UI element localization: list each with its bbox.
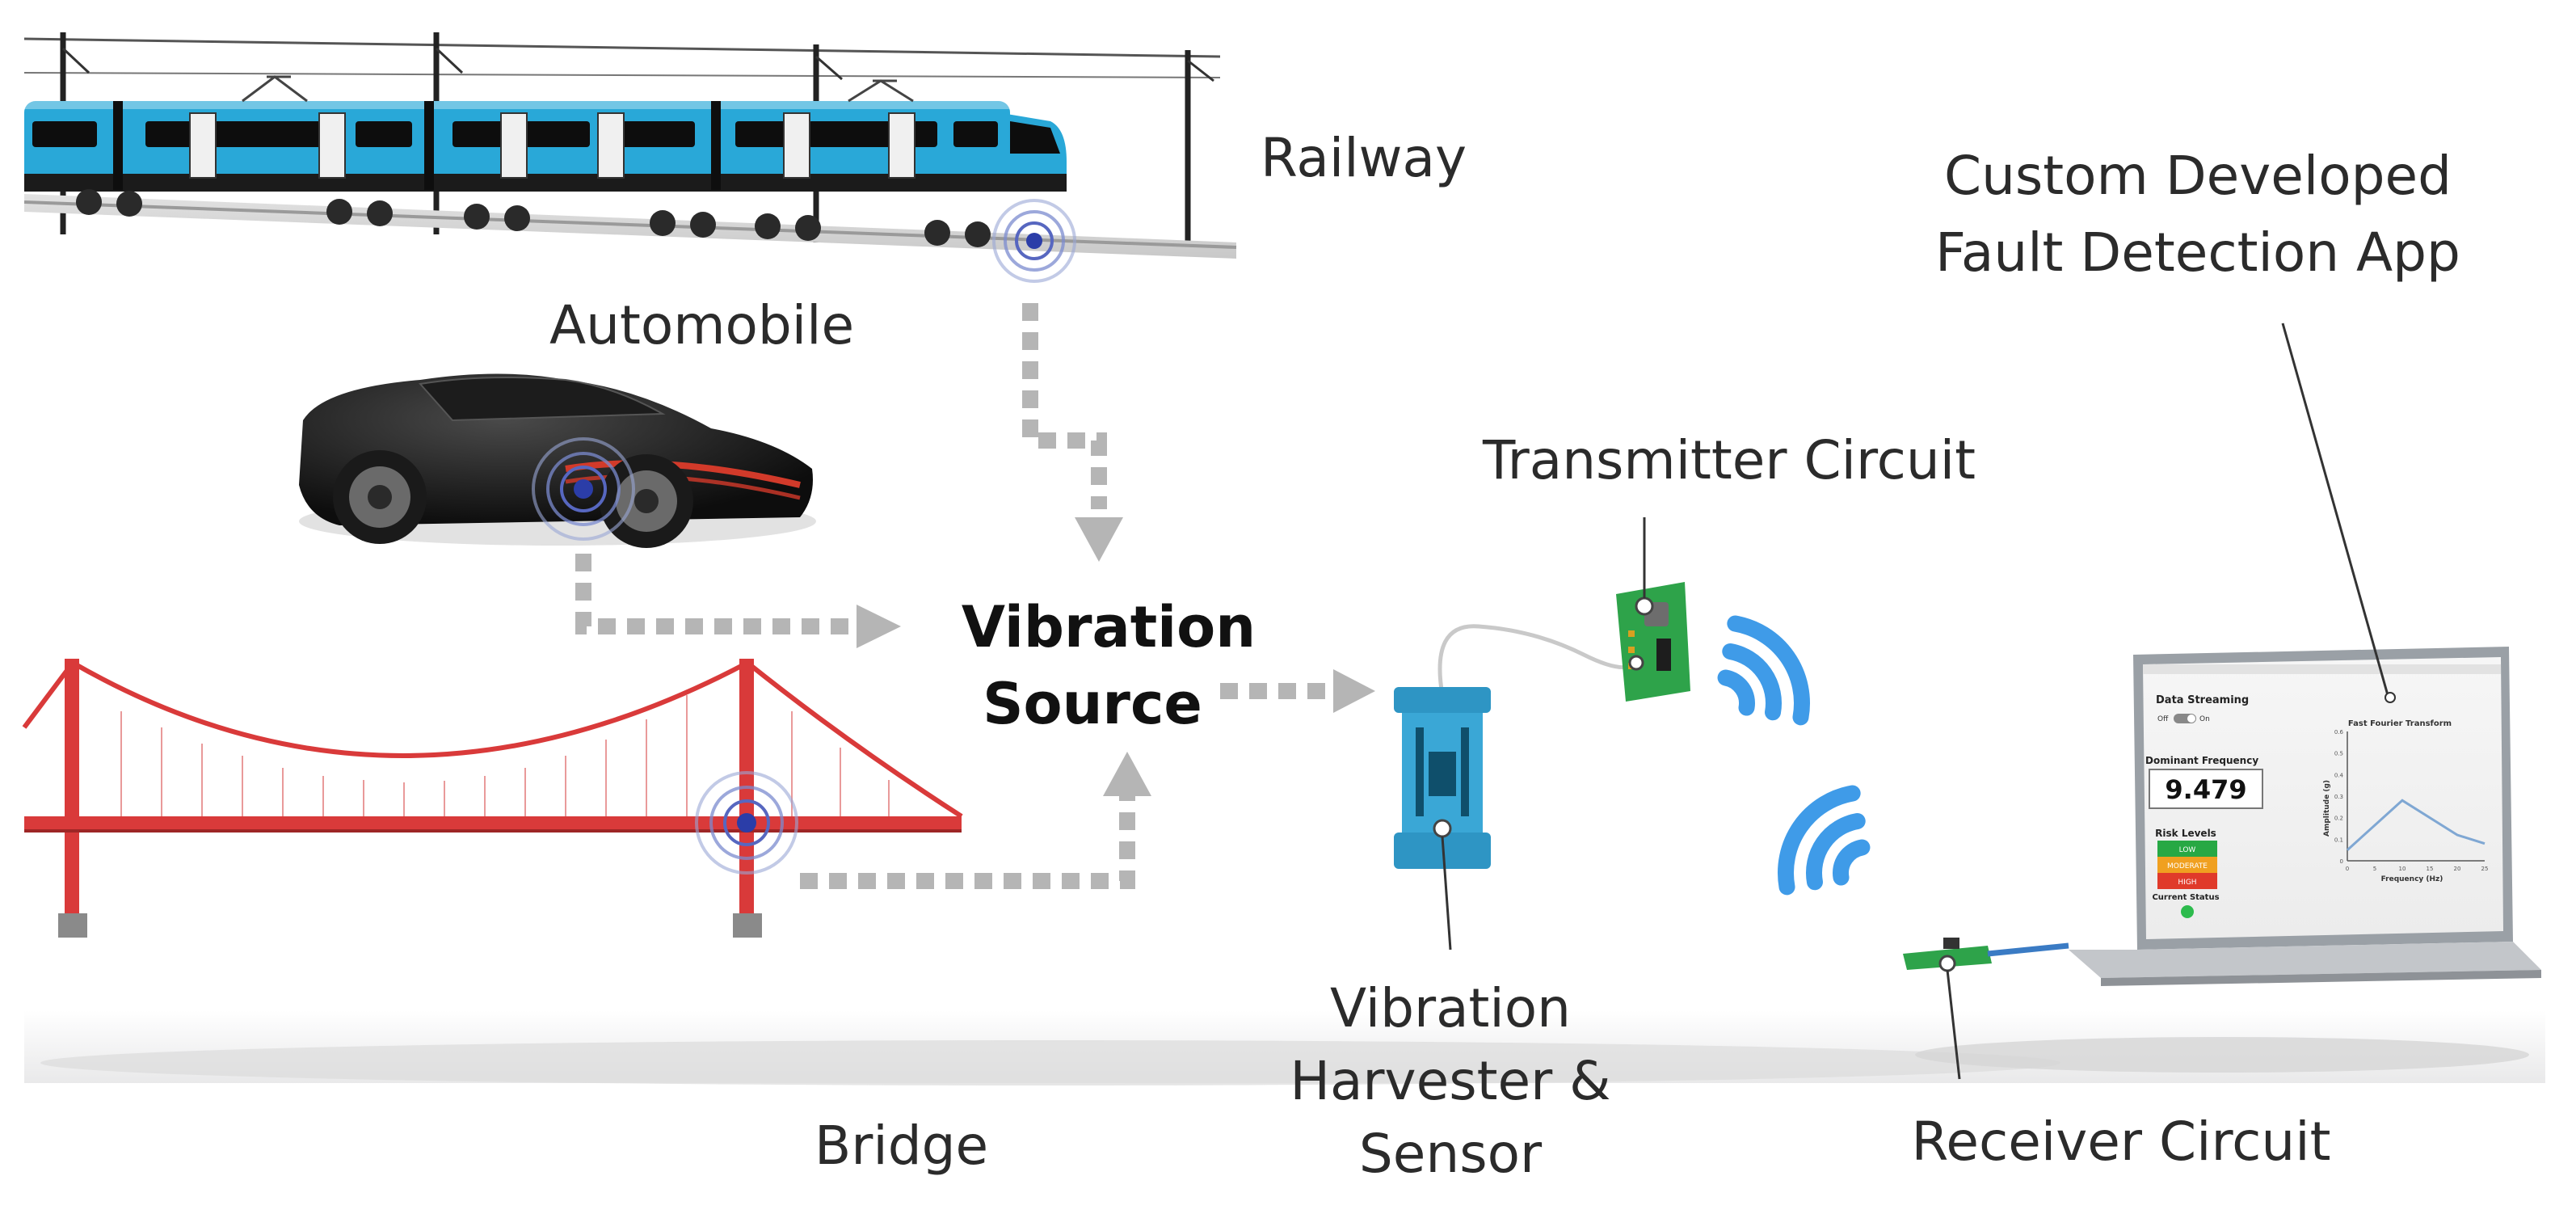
floor: [24, 1010, 2545, 1085]
current-status-label: Current Status: [2152, 893, 2219, 902]
car-vibration-rings: [532, 437, 635, 541]
x-tick-label: 20: [2454, 866, 2461, 872]
x-tick-label: 25: [2481, 866, 2489, 872]
railway-illustration: [23, 32, 1237, 283]
risk-low-label: LOW: [2179, 846, 2196, 854]
y-tick-label: 0.1: [2334, 837, 2343, 843]
x-axis-label: Frequency (Hz): [2381, 875, 2443, 883]
callout-lines: [1441, 322, 2389, 1080]
dominant-frequency-label: Dominant Frequency: [2145, 755, 2258, 766]
x-tick-label: 15: [2427, 866, 2434, 872]
streaming-toggle: Off On: [2157, 714, 2210, 723]
y-tick-label: 0: [2340, 858, 2343, 865]
arrow-bridge-to-source: [800, 792, 1135, 889]
x-tick-label: 0: [2346, 866, 2349, 872]
risk-levels-label: Risk Levels: [2155, 828, 2216, 839]
bridge-label: Bridge: [814, 1115, 988, 1177]
risk-moderate-label: MODERATE: [2167, 862, 2208, 870]
harvester-label-line1: Vibration: [1330, 977, 1571, 1039]
vibration-source-label-line2: Source: [983, 671, 1202, 737]
dominant-frequency-value: 9.479: [2165, 774, 2246, 805]
dominant-frequency-box: [2149, 769, 2263, 809]
y-tick-label: 0.6: [2334, 729, 2344, 736]
bridge-illustration: [22, 659, 963, 938]
y-tick-label: 0.2: [2334, 816, 2343, 822]
railway-label: Railway: [1261, 127, 1467, 189]
y-tick-label: 0.5: [2334, 751, 2343, 757]
x-tick-label: 5: [2373, 866, 2376, 872]
automobile-illustration: [299, 373, 816, 548]
automobile-label: Automobile: [549, 294, 854, 356]
chart-title: Fast Fourier Transform: [2348, 719, 2452, 728]
vibration-source-label-line1: Vibration: [962, 594, 1256, 660]
risk-high-bar: [2157, 873, 2217, 889]
transmitter-label: Transmitter Circuit: [1482, 429, 1976, 491]
arrow-railway-to-source: [1022, 303, 1107, 509]
app-callout-dot: [2384, 692, 2396, 703]
y-tick-label: 0.3: [2334, 794, 2343, 800]
y-tick-label: 0.4: [2334, 772, 2344, 778]
toggle-off-label: Off: [2157, 715, 2169, 723]
app-label-line2: Fault Detection App: [1935, 221, 2460, 284]
laptop: [2069, 647, 2541, 986]
fault-detection-app-screen: Data Streaming Off On Dominant Frequency…: [2145, 694, 2488, 918]
status-indicator: [2181, 905, 2194, 918]
app-label-line1: Custom Developed: [1944, 145, 2452, 207]
receiver-circuit: [1903, 938, 2069, 972]
flow-arrows: [575, 303, 1333, 889]
train: [24, 75, 1067, 247]
fft-series-line: [2346, 799, 2486, 851]
wifi-signal-icon: [1778, 785, 1871, 896]
y-axis-label: Amplitude (g): [2323, 780, 2331, 837]
harvester-label-line3: Sensor: [1359, 1123, 1543, 1185]
labels: Railway Automobile Bridge Vibration Sour…: [549, 127, 2460, 1185]
x-tick-label: 10: [2399, 866, 2406, 872]
arrow-heads: [857, 517, 1375, 796]
train-vibration-rings: [992, 199, 1076, 283]
receiver-label: Receiver Circuit: [1912, 1111, 2331, 1173]
data-streaming-label: Data Streaming: [2156, 694, 2249, 706]
wifi-signal-icon: [1717, 615, 1810, 726]
fft-chart: Fast Fourier Transform Amplitude (g) Fre…: [2323, 719, 2488, 883]
risk-low-bar: [2157, 841, 2217, 857]
harvester-label-line2: Harvester &: [1290, 1050, 1610, 1112]
risk-moderate-bar: [2157, 857, 2217, 873]
risk-high-label: HIGH: [2178, 879, 2196, 887]
bridge-vibration-rings: [695, 771, 798, 875]
vibration-harvester: [1394, 624, 1638, 869]
arrow-automobile-to-source: [575, 554, 857, 634]
transmitter-circuit: [1616, 582, 1690, 702]
toggle-on-label: On: [2199, 715, 2210, 723]
